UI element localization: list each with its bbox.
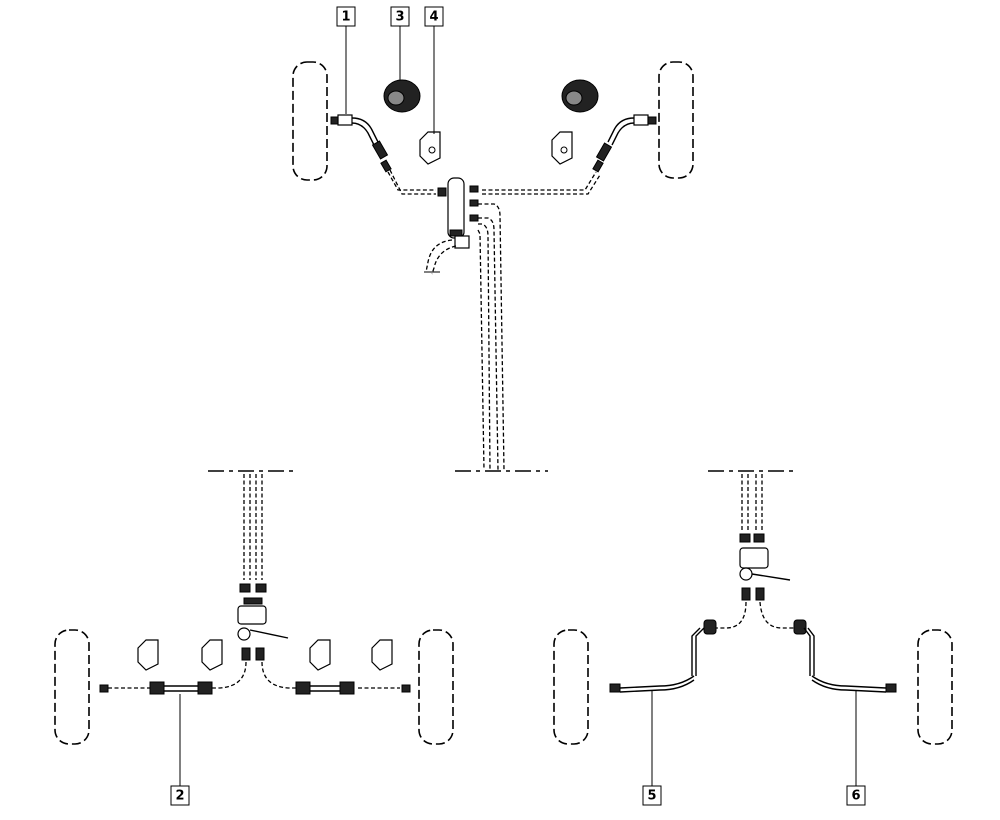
- rear-left-wheel-b: [553, 629, 589, 745]
- rubber-grommet-right: [561, 79, 599, 113]
- brake-limiter-right: [739, 547, 769, 569]
- front-right-flexible-hose: [592, 114, 657, 173]
- rubber-grommet-left: [383, 79, 421, 113]
- callout-3: 3: [390, 6, 410, 27]
- rear-axle-assembly-left: [54, 470, 454, 745]
- callout-label: 5: [647, 789, 656, 804]
- callout-4: 4: [424, 6, 444, 27]
- front-right-wheel: [658, 61, 694, 179]
- pipe-clip-rear-left-4: [371, 639, 393, 671]
- callout-label: 1: [341, 10, 350, 25]
- front-axle-assembly: [292, 61, 694, 472]
- rear-axle-assembly-right: [553, 470, 953, 745]
- callout-5: 5: [642, 785, 662, 806]
- rear-left-wheel-a: [54, 629, 90, 745]
- callout-label: 3: [395, 10, 404, 25]
- master-cylinder: [447, 177, 465, 239]
- rear-right-wheel-a: [418, 629, 454, 745]
- callout-6: 6: [846, 785, 866, 806]
- front-left-rigid-pipe: [387, 171, 436, 191]
- pipe-clip-front-right: [551, 131, 573, 165]
- callout-label: 4: [429, 10, 438, 25]
- pipe-clip-rear-left-1: [137, 639, 159, 671]
- front-right-rigid-pipe: [482, 171, 597, 191]
- brake-limiter-left: [237, 605, 267, 625]
- callout-1: 1: [336, 6, 356, 27]
- front-left-flexible-hose: [330, 114, 392, 173]
- front-left-wheel: [292, 61, 328, 181]
- pipe-clip-front-left: [419, 131, 441, 165]
- callout-label: 6: [851, 789, 860, 804]
- rear-right-wheel-b: [917, 629, 953, 745]
- callout-label: 2: [175, 789, 184, 804]
- pipe-clip-rear-left-3: [309, 639, 331, 671]
- callout-2: 2: [170, 785, 190, 806]
- pipe-clip-rear-left-2: [201, 639, 223, 671]
